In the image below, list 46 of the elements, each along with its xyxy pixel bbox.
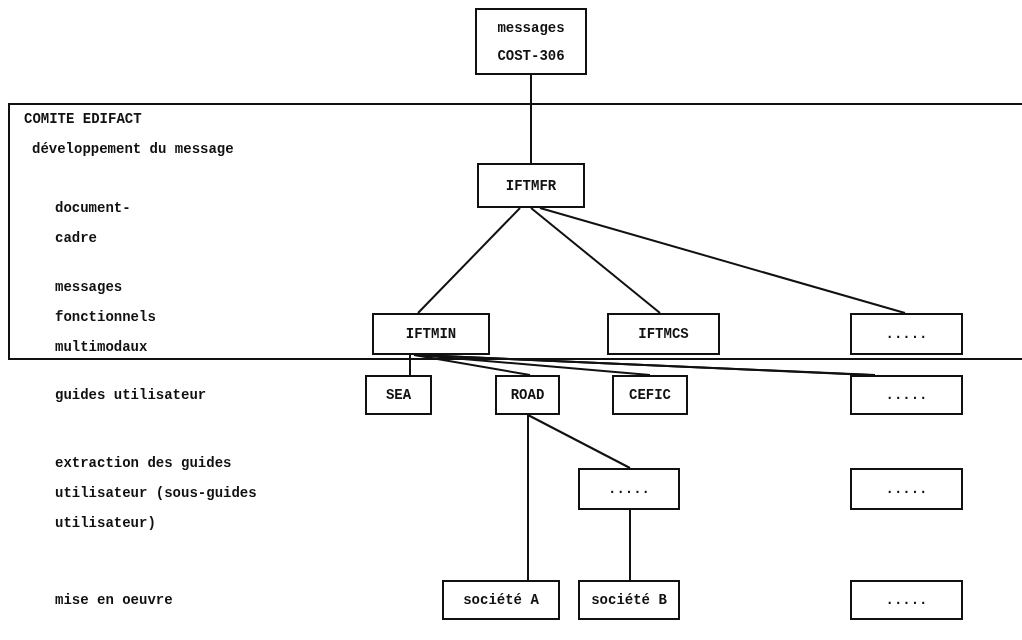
row-label: extraction des guides utilisateur (sous-guides utilisateur) (55, 454, 258, 533)
row-label: guides utilisateur (55, 386, 208, 405)
group-title: COMITE EDIFACT (24, 111, 142, 127)
connector-line (539, 207, 906, 314)
message-box (850, 375, 963, 415)
box-text: société B (591, 591, 667, 610)
message-box (578, 580, 680, 620)
row-label: mise en oeuvre (55, 591, 174, 610)
box-text: ..... (608, 480, 650, 499)
box-text: IFTMFR (505, 176, 557, 196)
box-text: ..... (885, 386, 928, 405)
box-text: messages COST-306 (496, 18, 566, 66)
message-box (850, 468, 963, 510)
message-box (475, 8, 587, 75)
message-box (578, 468, 680, 510)
connector-line (409, 354, 411, 376)
row-label: messages fonctionnels multimodaux (55, 278, 157, 357)
box-text: IFTMIN (405, 325, 457, 344)
connector-line (527, 414, 631, 469)
message-box (850, 313, 963, 355)
connector-line (629, 509, 631, 581)
group-frame (8, 103, 1022, 360)
connector-line (527, 414, 529, 581)
box-text: SEA (385, 386, 412, 405)
group-subtitle: développement du message (32, 141, 234, 157)
message-box (365, 375, 432, 415)
row-label: document-cadre (55, 199, 132, 248)
connector-line (530, 207, 661, 314)
box-text: ..... (885, 480, 928, 499)
message-box (612, 375, 688, 415)
box-text: IFTMCS (638, 325, 689, 344)
message-box (850, 580, 963, 620)
connector-line (415, 354, 651, 376)
box-text: ROAD (510, 386, 545, 405)
box-text: société A (463, 591, 539, 610)
connector-line (413, 354, 531, 376)
message-box (495, 375, 560, 415)
message-box (442, 580, 560, 620)
message-box (607, 313, 720, 355)
connector-line (530, 74, 532, 164)
box-text: ..... (885, 591, 928, 610)
message-box (477, 163, 585, 208)
box-text: ..... (885, 325, 928, 344)
message-box (372, 313, 490, 355)
connector-line (417, 207, 521, 314)
box-text: CEFIC (629, 386, 671, 405)
